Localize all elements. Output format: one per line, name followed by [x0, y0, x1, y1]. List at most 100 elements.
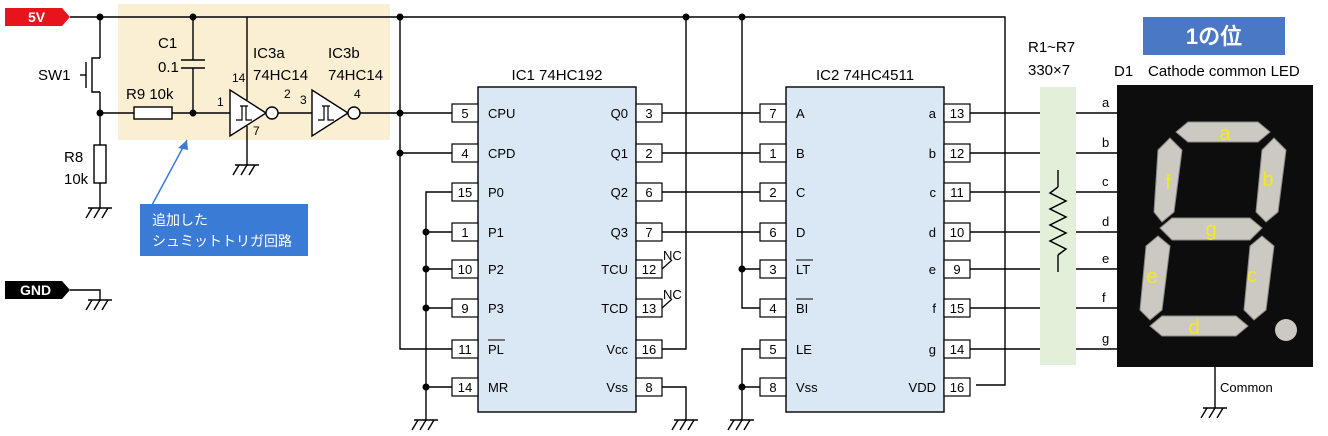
resistor-r8: R8 10k	[64, 144, 107, 208]
ground-hatch	[248, 164, 256, 176]
ic2-pin-name: b	[929, 146, 936, 161]
ic1-title: IC1 74HC192	[512, 67, 603, 84]
seg-label-g: g	[1205, 219, 1216, 241]
ic1-pin-number: 6	[645, 185, 652, 200]
ground-hatch	[1216, 407, 1224, 419]
gnd-net-flag: GND	[5, 281, 70, 299]
gnd-label: GND	[20, 282, 51, 298]
segment-line-label: f	[1102, 290, 1106, 305]
ic2-pin-number: 6	[769, 225, 776, 240]
ic1-pin-number: 12	[642, 262, 656, 277]
ground-hatch	[743, 419, 751, 431]
wire	[425, 191, 452, 420]
callout-line1: 追加した	[152, 212, 208, 228]
gate-ic3a: IC3a 74HC14 1 2 14 7	[217, 17, 312, 165]
c1-value: 0.1	[158, 59, 179, 76]
ic2-pin-number: 3	[769, 262, 776, 277]
junction-dot	[738, 265, 746, 273]
ic1-pin-name: TCU	[601, 262, 628, 277]
ic3a-pin-out: 2	[284, 87, 291, 101]
ic2-pin-box	[943, 377, 971, 397]
ic2-pin-name: f	[932, 301, 936, 316]
vcc-label: 5V	[28, 9, 46, 25]
segment-line-label: d	[1102, 214, 1109, 229]
segment-line-label: b	[1102, 135, 1109, 150]
ground-hatch	[1208, 407, 1216, 419]
ic1-body	[477, 86, 637, 413]
ic2-pin-number: 5	[769, 342, 776, 357]
digit-badge: 1の位	[1143, 17, 1285, 55]
capacitor-c1: C1 0.1	[158, 17, 205, 113]
ground-hatch	[101, 207, 109, 219]
decimal-point	[1275, 319, 1297, 341]
segment-g	[1159, 217, 1263, 241]
ic1-pin-number: 14	[458, 380, 472, 395]
ic1-pin-name: CPU	[488, 106, 515, 121]
ground-hatch	[411, 419, 419, 431]
switch-ref: SW1	[38, 67, 71, 84]
c1-ref: C1	[158, 35, 177, 52]
ic1-pin-name: Q2	[611, 185, 628, 200]
ground-hatch	[93, 207, 101, 219]
junction-dot	[422, 228, 430, 236]
ic1-pin-number: 10	[458, 262, 472, 277]
ic2-pin-name: A	[796, 106, 805, 121]
ic2-pin-name: LE	[796, 342, 812, 357]
wire	[399, 17, 452, 350]
ic3a-pin-in: 1	[217, 95, 224, 109]
ground-hatch	[101, 299, 109, 311]
ic3b-pin-in: 3	[300, 93, 307, 107]
seg-label-b: b	[1262, 169, 1273, 191]
junction-dot	[396, 149, 404, 157]
ic2-pin-number: 7	[769, 106, 776, 121]
segment-b	[1255, 137, 1287, 223]
ic1-pin-name: P3	[488, 301, 504, 316]
display-ref: D1	[1114, 63, 1133, 80]
ground-hatch	[671, 419, 679, 431]
ic1-pin-number: 8	[645, 380, 652, 395]
nc-label-tcd: NC	[663, 287, 682, 302]
ic2-pin-number: 9	[953, 262, 960, 277]
ic2-body	[785, 86, 945, 413]
junction-dot	[422, 304, 430, 312]
ic1-pin-name: P2	[488, 262, 504, 277]
r8-ref: R8	[64, 149, 83, 166]
seg-label-a: a	[1219, 123, 1231, 145]
segment-line-label: g	[1102, 331, 1109, 346]
wire	[741, 348, 760, 420]
ic3a-ref: IC3a	[253, 45, 285, 62]
ic2-pin-number: 16	[950, 380, 964, 395]
ic2-pin-name: B	[796, 146, 805, 161]
badge-text: 1の位	[1186, 24, 1242, 49]
seg-label-d: d	[1188, 317, 1199, 339]
ic2-pin-number: 15	[950, 301, 964, 316]
common-label: Common	[1220, 380, 1273, 395]
ic2-pin-number: 8	[769, 380, 776, 395]
ic1-pin-number: 3	[645, 106, 652, 121]
ic2-pin-number: 12	[950, 146, 964, 161]
ic3b-part: 74HC14	[328, 67, 383, 84]
switch-sw1: SW1	[38, 17, 101, 145]
ground-hatch	[1200, 407, 1208, 419]
ground-hatch	[232, 164, 240, 176]
ic1-pin-number: 11	[458, 342, 472, 357]
ic2-pin-name: D	[796, 225, 805, 240]
ic1-pin-name: PL	[488, 342, 504, 357]
ic2-pin-name: a	[929, 106, 937, 121]
ground-symbols	[85, 164, 1227, 431]
wire	[741, 17, 760, 309]
nc-mark	[661, 259, 673, 270]
ic2-pin-number: 13	[950, 106, 964, 121]
ic2-pin-name: C	[796, 185, 805, 200]
ic1-pin-name: Q0	[611, 106, 628, 121]
ground-hatch	[85, 207, 93, 219]
segment-f	[1153, 137, 1183, 223]
ic2-pin-number: 2	[769, 185, 776, 200]
ic1-pin-number: 2	[645, 146, 652, 161]
r9-label: R9 10k	[126, 86, 174, 103]
nc-label-tcu: NC	[663, 248, 682, 263]
rarray-ref: R1~R7	[1028, 39, 1075, 56]
